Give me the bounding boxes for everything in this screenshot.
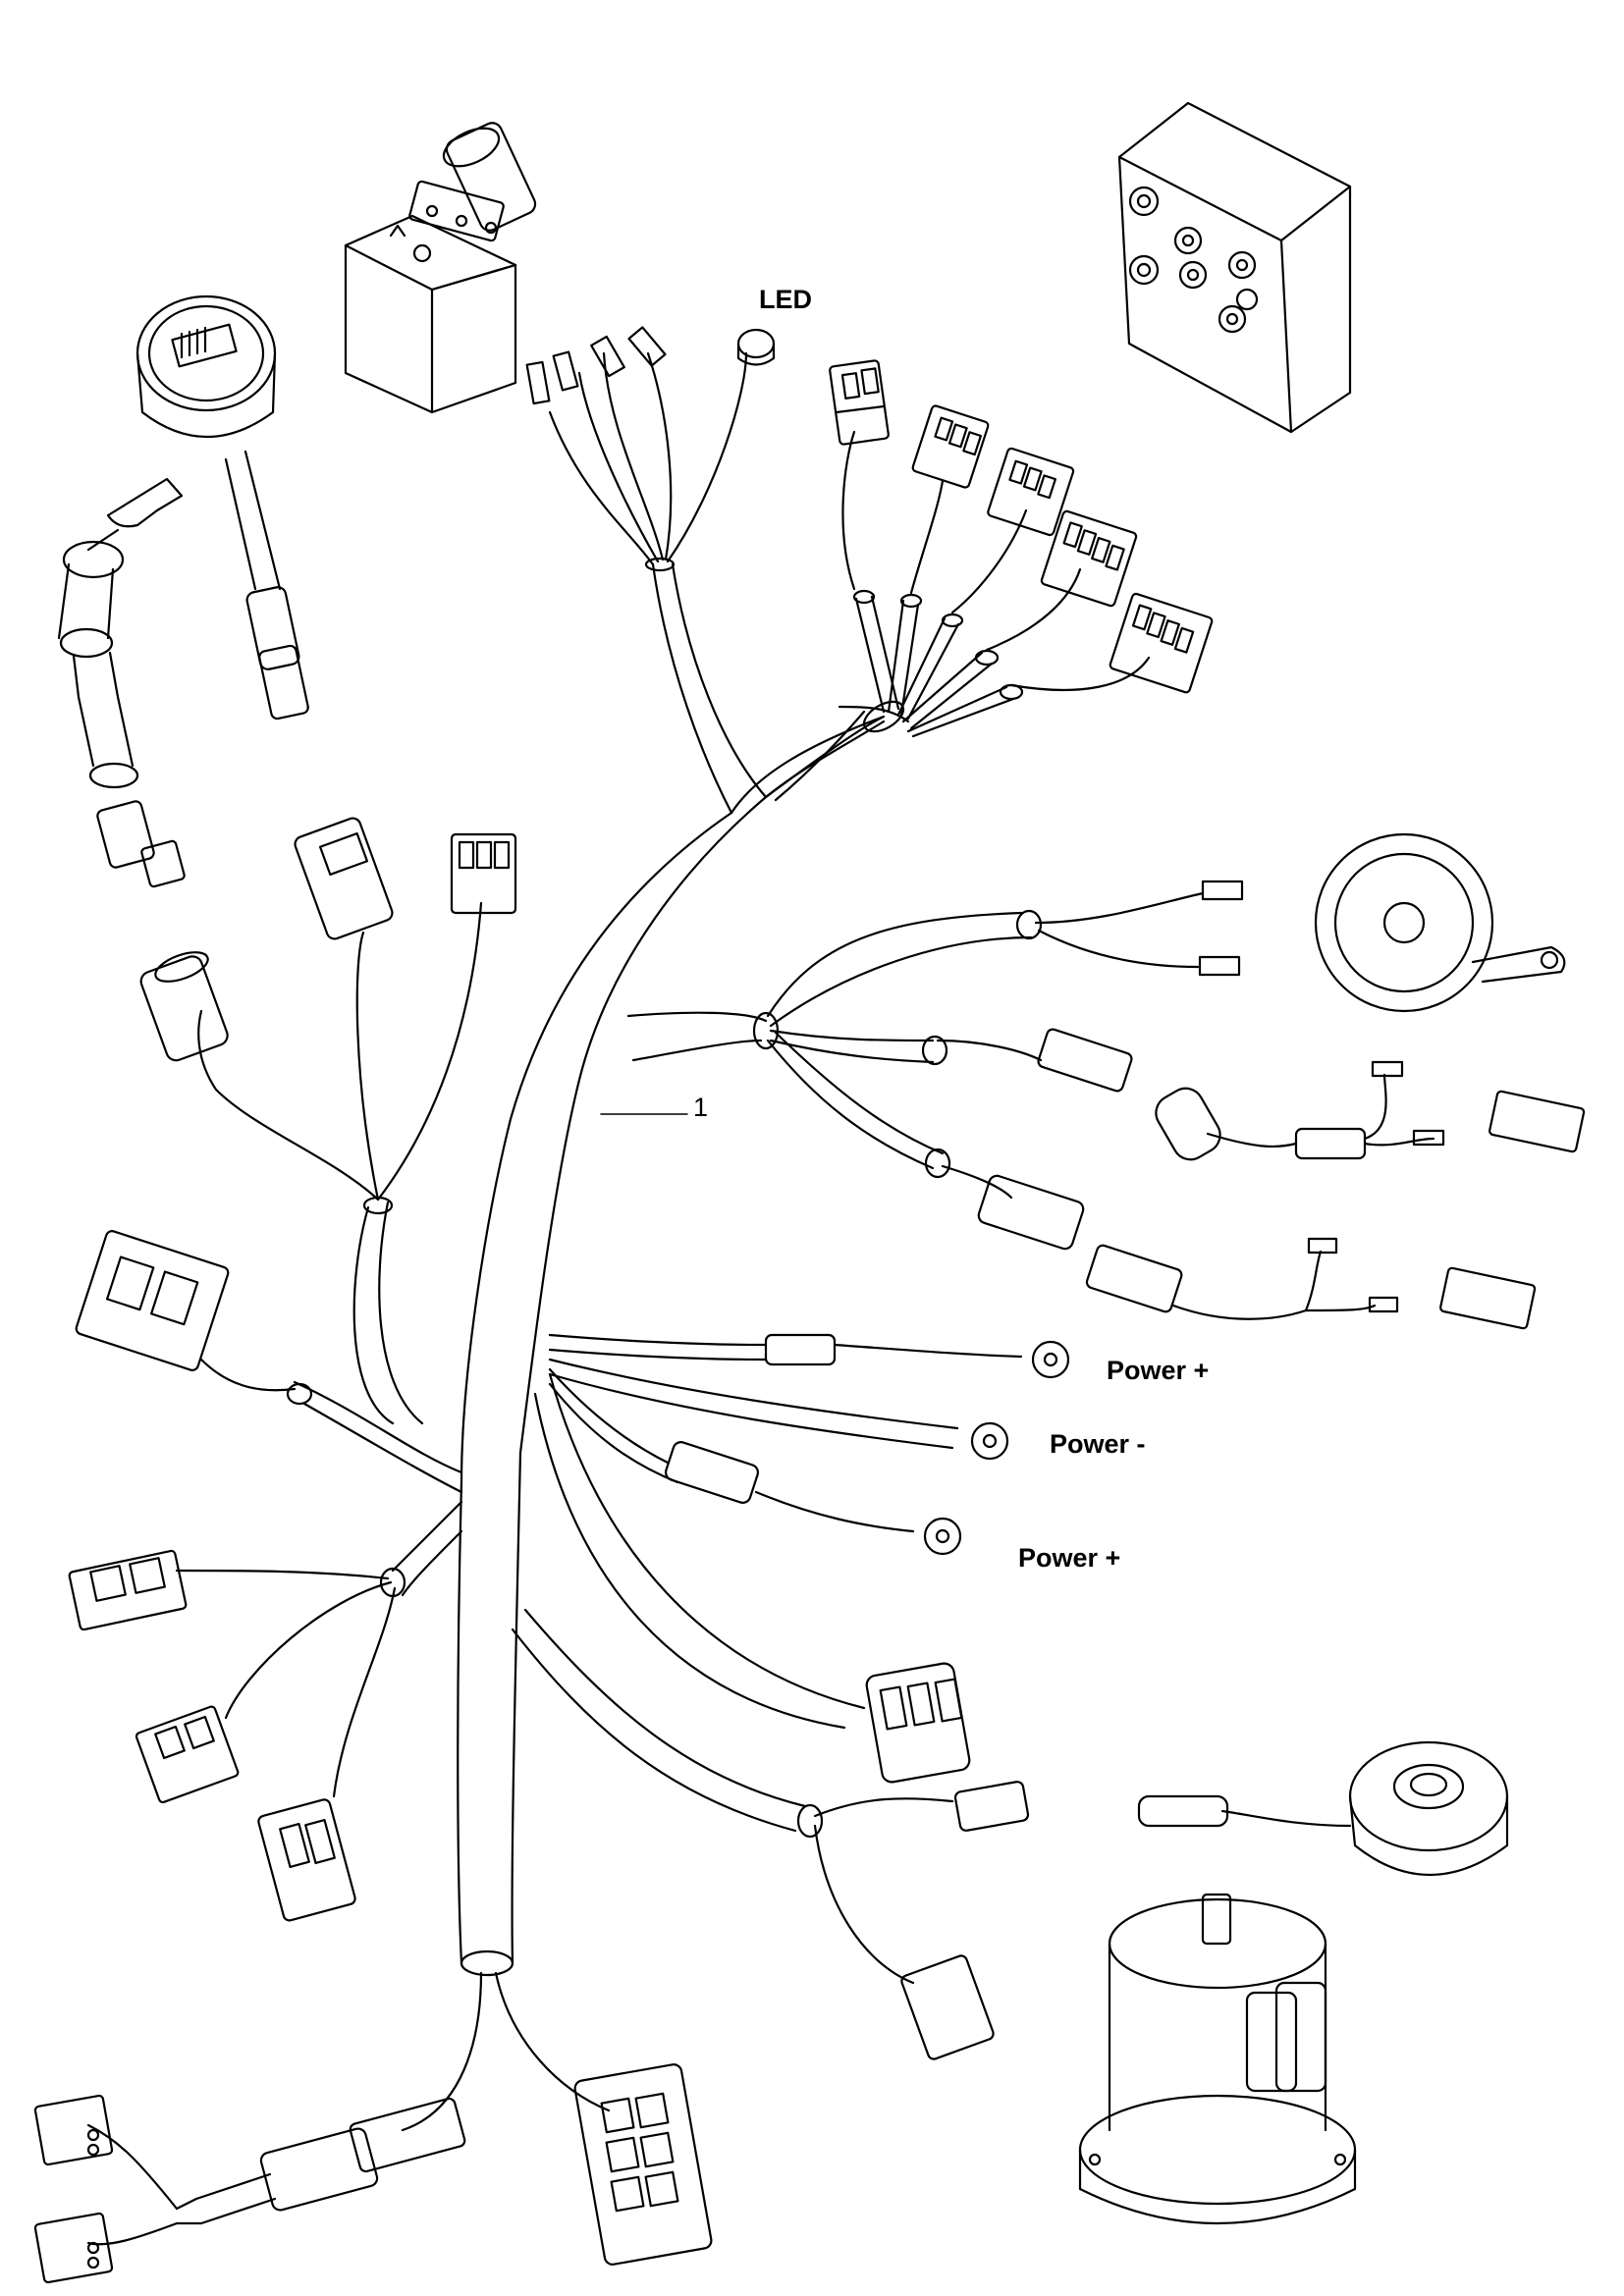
sensor-1 bbox=[1150, 1062, 1585, 1166]
connector-bottom-1 bbox=[177, 2098, 466, 2223]
connector-2 bbox=[912, 404, 990, 488]
battery-gauge bbox=[137, 296, 309, 720]
connector-5 bbox=[1110, 593, 1214, 693]
connector-1 bbox=[830, 360, 890, 445]
connector-left-3 bbox=[452, 834, 515, 913]
connector-left-1 bbox=[138, 946, 231, 1063]
left-lower-branch bbox=[177, 1502, 461, 1796]
connector-bottom-2 bbox=[573, 2063, 712, 2266]
led-label: LED bbox=[759, 285, 812, 314]
power-minus-label: Power - bbox=[1050, 1429, 1146, 1459]
led-icon bbox=[738, 330, 774, 357]
main-trunk bbox=[458, 564, 884, 1963]
power-cables bbox=[550, 1335, 1068, 1554]
connector-left-5 bbox=[69, 1550, 187, 1630]
connector-4 bbox=[1041, 510, 1137, 607]
lower-trunk-end bbox=[403, 1951, 609, 2130]
connector-left-2 bbox=[293, 816, 394, 940]
brake-encoder bbox=[1139, 1742, 1507, 1875]
right-lower-branch bbox=[513, 1374, 1029, 2060]
power-plus-label-2: Power + bbox=[1018, 1543, 1121, 1573]
controller-box bbox=[1119, 103, 1350, 432]
key-switch bbox=[59, 479, 186, 887]
sensor-2 bbox=[1085, 1239, 1535, 1329]
right-upper-branch bbox=[628, 881, 1242, 1251]
connector-left-4 bbox=[75, 1230, 461, 1492]
motor-icon bbox=[1080, 1895, 1355, 2223]
microswitch-bundle bbox=[34, 2095, 177, 2282]
connector-3 bbox=[987, 448, 1074, 536]
connector-left-7 bbox=[257, 1798, 356, 1922]
reference-number: 1 bbox=[693, 1093, 709, 1122]
relay-module bbox=[346, 120, 538, 412]
connector-left-6 bbox=[135, 1706, 240, 1804]
horn-icon bbox=[1316, 834, 1564, 1011]
power-plus-label-1: Power + bbox=[1107, 1356, 1210, 1385]
tube-cluster bbox=[854, 591, 1022, 736]
upper-right-branch bbox=[766, 432, 1149, 800]
left-mid-branch bbox=[198, 903, 481, 1423]
led-bundle bbox=[527, 327, 774, 570]
